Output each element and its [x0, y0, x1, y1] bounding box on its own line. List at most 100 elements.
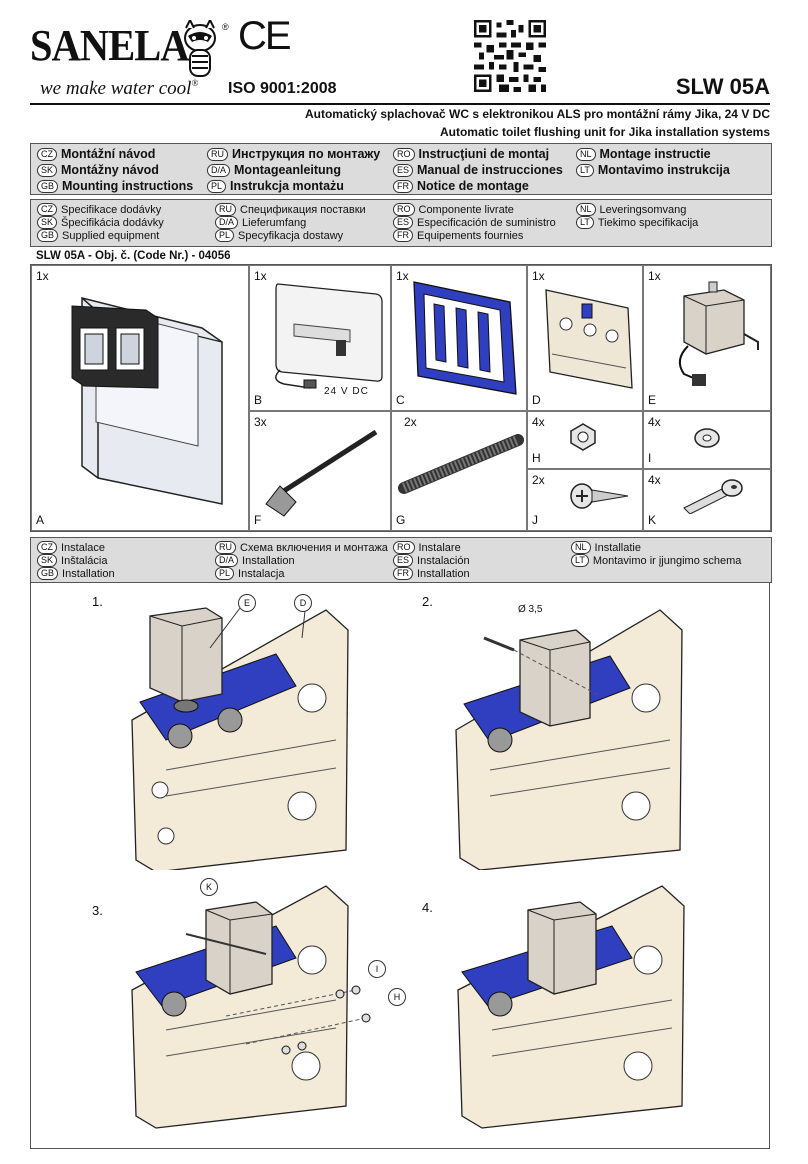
part-cell-c: 1x C [391, 265, 527, 411]
part-cell-i: 4x I [643, 411, 771, 469]
part-quantity: 1x [532, 269, 545, 283]
lang-code-badge: D/A [215, 554, 239, 567]
part-cell-g: 2x G [391, 411, 527, 531]
lang-code-badge: D/A [207, 163, 231, 177]
lang-code-badge: SK [37, 216, 58, 229]
lang-label: Инструкция по монтажу [232, 147, 381, 161]
washer-icon [694, 428, 720, 448]
lang-code-badge: RU [215, 203, 236, 216]
part-cell-k: 4x K [643, 469, 771, 531]
lang-code-badge: SK [37, 554, 58, 567]
threaded-rod-illustration [398, 434, 524, 494]
sanela-logo: SANELA ® we make water cool® [30, 20, 230, 110]
part-quantity: 1x [396, 269, 409, 283]
blue-frame-illustration [413, 281, 517, 395]
lang-code-badge: RU [215, 541, 236, 554]
step-number: 3. [92, 903, 103, 918]
step-2-illustration [455, 609, 683, 870]
iso-certification: ISO 9001:2008 [228, 80, 337, 97]
cover-plate-illustration [275, 283, 383, 389]
lang-label: Mounting instructions [62, 179, 194, 193]
lang-label: Installation [242, 554, 295, 567]
parts-grid: 1x A 1x 24 V DC B 1x [30, 264, 772, 532]
part-quantity: 4x [532, 415, 545, 429]
callout-e: E [238, 594, 256, 612]
lang-code-badge: GB [37, 179, 59, 193]
lang-code-badge: NL [576, 203, 596, 216]
lang-label: Montážní návod [61, 147, 156, 161]
lang-label: Instalacja [238, 567, 285, 580]
part-letter: G [396, 513, 406, 527]
part-cell-j: 2x J [527, 469, 643, 531]
lang-label: Especificación de suministro [417, 216, 556, 229]
callout-k: K [200, 878, 218, 896]
part-letter: H [532, 451, 541, 465]
step-number: 4. [422, 900, 433, 915]
lang-label: Equipements fournies [417, 229, 524, 242]
lang-code-badge: D/A [215, 216, 239, 229]
part-letter: K [648, 513, 657, 527]
step-4-illustration [457, 885, 685, 1129]
part-quantity: 3x [254, 415, 267, 429]
lang-code-badge: RU [207, 147, 228, 161]
part-cell-b: 1x 24 V DC B [249, 265, 391, 411]
part-cell-d: 1x D [527, 265, 643, 411]
part-quantity: 4x [648, 473, 661, 487]
lang-label: Specifikace dodávky [61, 203, 162, 216]
step-1-illustration [131, 599, 349, 870]
object-code-line: SLW 05A - Obj. č. (Code Nr.) - 04056 [36, 250, 231, 262]
lang-code-badge: PL [215, 567, 235, 580]
lang-label: Instrucţiuni de montaj [418, 147, 550, 161]
lang-label: Montavimo ir įjungimo schema [592, 554, 742, 567]
lang-label: Схема включения и монтажа [240, 541, 388, 554]
lang-label: Tiekimo specifikacija [597, 216, 699, 229]
part-letter: C [396, 393, 405, 407]
lang-code-badge: GB [37, 567, 59, 580]
valve-box-illustration [678, 281, 759, 386]
lang-code-badge: PL [207, 179, 227, 193]
lang-code-badge: ES [393, 554, 414, 567]
lang-label: Installation [417, 567, 470, 580]
lang-label: Notice de montage [417, 179, 529, 193]
lang-code-badge: ES [393, 163, 414, 177]
lang-code-badge: LT [576, 163, 594, 177]
anchor-rod-illustration [265, 429, 378, 517]
hex-nut-icon [570, 423, 596, 451]
lang-item: RU Схема включения и монтажа [215, 541, 388, 554]
callout-d: D [294, 594, 312, 612]
part-quantity: 1x [36, 269, 49, 283]
lang-label: Leveringsomvang [599, 203, 687, 216]
lang-code-badge: GB [37, 229, 59, 242]
lang-label: Špecifikácia dodávky [61, 216, 164, 229]
lang-label: Montavimo instrukcija [597, 163, 730, 177]
lang-label: Supplied equipment [62, 229, 160, 242]
model-number: SLW 05A [675, 74, 770, 99]
step-number: 1. [92, 594, 103, 609]
part-letter: F [254, 513, 262, 527]
lang-code-badge: NL [576, 147, 596, 161]
lang-label: Specyfikacja dostawy [238, 229, 344, 242]
part-letter: B [254, 393, 263, 407]
